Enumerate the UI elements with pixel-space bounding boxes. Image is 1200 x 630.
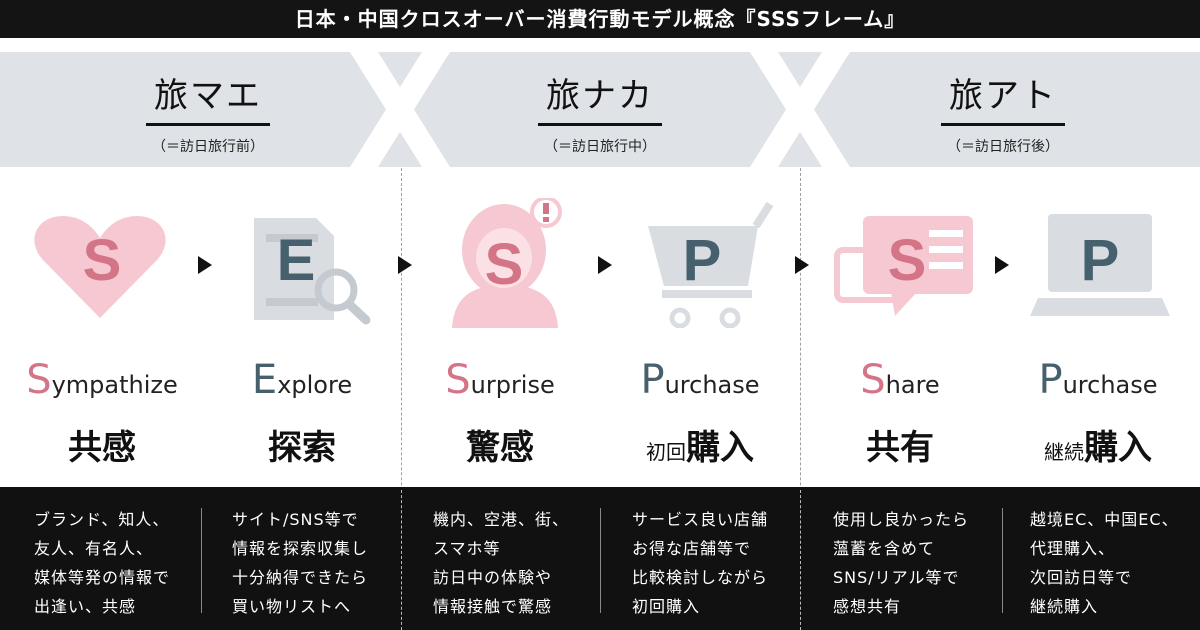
description-line: SNS/リアル等で — [833, 568, 960, 587]
column-divider — [800, 168, 801, 630]
description-line: 使用し良かったら — [833, 510, 970, 529]
step-name-en: Explore — [202, 360, 402, 400]
step-prefix: 継続 — [1044, 440, 1084, 464]
surprised-woman-icon: S — [430, 198, 580, 328]
description-line: 薀蓄を含めて — [833, 539, 936, 558]
step-initial: S — [445, 357, 471, 403]
description-line: 出逢い、共感 — [34, 597, 137, 616]
phase-during: 旅ナカ （＝訪日旅行中） — [480, 68, 720, 156]
step-label: 購入 — [1084, 428, 1152, 468]
step-prefix: 初回 — [646, 440, 686, 464]
description-line: 比較検討しながら — [632, 568, 769, 587]
arrow-right-icon — [398, 256, 412, 274]
description-line: 次回訪日等で — [1030, 568, 1133, 587]
arrow-right-icon — [795, 256, 809, 274]
description-line: サービス良い店舗 — [632, 510, 769, 529]
step-letter: S — [888, 228, 927, 293]
document-search-icon: E — [226, 198, 376, 328]
description-line: 情報接触で驚感 — [433, 597, 553, 616]
step-letter: P — [683, 228, 722, 293]
step-name-jp: 共有 — [800, 420, 1000, 469]
step-name-en: Purchase — [600, 360, 800, 400]
step-name-jp: 継続購入 — [998, 420, 1198, 469]
column-divider — [401, 168, 402, 630]
description-line: 代理購入、 — [1030, 539, 1116, 558]
chat-bubble-icon: S — [833, 198, 983, 328]
step-letter: S — [83, 228, 122, 293]
step-letter: P — [1081, 228, 1120, 293]
step-initial: E — [251, 357, 278, 403]
step-description: 越境EC、中国EC、 代理購入、 次回訪日等で 継続購入 — [1030, 505, 1200, 621]
step-initial: P — [640, 357, 665, 403]
phase-name: 旅アト — [941, 68, 1065, 126]
description-line: 機内、空港、街、 — [433, 510, 570, 529]
step-description: 使用し良かったら 薀蓄を含めて SNS/リアル等で 感想共有 — [833, 505, 1003, 621]
phase-after: 旅アト （＝訪日旅行後） — [883, 68, 1123, 156]
step-initial: S — [26, 357, 52, 403]
step-rest: urchase — [664, 371, 760, 399]
step-rest: urchase — [1062, 371, 1158, 399]
phase-sub: （＝訪日旅行後） — [947, 139, 1059, 155]
arrow-right-icon — [198, 256, 212, 274]
step-letter: E — [277, 228, 316, 293]
step-label: 共有 — [866, 428, 934, 468]
description-line: ブランド、知人、 — [34, 510, 170, 529]
description-separator — [1002, 508, 1003, 613]
description-divider — [401, 490, 402, 630]
description-separator — [201, 508, 202, 613]
description-line: スマホ等 — [433, 539, 501, 558]
step-name-en: Share — [800, 360, 1000, 400]
arrow-right-icon — [598, 256, 612, 274]
page-title: 日本・中国クロスオーバー消費行動モデル概念『SSSフレーム』 — [0, 0, 1200, 38]
step-label: 共感 — [68, 428, 136, 468]
step-rest: hare — [885, 371, 940, 399]
description-line: 十分納得できたら — [232, 568, 369, 587]
phase-name: 旅ナカ — [538, 68, 662, 126]
description-line: 越境EC、中国EC、 — [1030, 510, 1179, 529]
description-line: 媒体等発の情報で — [34, 568, 171, 587]
step-description: 機内、空港、街、 スマホ等 訪日中の体験や 情報接触で驚感 — [433, 505, 603, 621]
description-line: お得な店舗等で — [632, 539, 752, 558]
step-description: サイト/SNS等で 情報を探索収集し 十分納得できたら 買い物リストへ — [232, 505, 402, 621]
description-separator — [600, 508, 601, 613]
step-label: 購入 — [686, 428, 754, 468]
heart-icon: S — [25, 198, 175, 328]
step-name-jp: 驚感 — [400, 420, 600, 469]
step-initial: P — [1038, 357, 1063, 403]
shopping-cart-icon: P — [630, 198, 780, 328]
phase-before: 旅マエ （＝訪日旅行前） — [88, 68, 328, 156]
step-rest: urprise — [470, 371, 555, 399]
description-line: 情報を探索収集し — [232, 539, 369, 558]
step-name-en: Surprise — [400, 360, 600, 400]
step-label: 驚感 — [466, 428, 534, 468]
arrow-right-icon — [995, 256, 1009, 274]
step-name-jp: 共感 — [2, 420, 202, 469]
description-divider — [800, 490, 801, 630]
step-name-jp: 探索 — [202, 420, 402, 469]
description-line: 買い物リストへ — [232, 597, 352, 616]
step-name-en: Sympathize — [2, 360, 202, 400]
description-line: 訪日中の体験や — [433, 568, 553, 587]
description-line: 友人、有名人、 — [34, 539, 154, 558]
phase-sub: （＝訪日旅行中） — [544, 139, 656, 155]
step-name-jp: 初回購入 — [600, 420, 800, 469]
step-label: 探索 — [268, 428, 336, 468]
cross-x-icon — [350, 52, 450, 167]
description-line: 初回購入 — [632, 597, 701, 616]
step-name-en: Purchase — [998, 360, 1198, 400]
step-description: サービス良い店舗 お得な店舗等で 比較検討しながら 初回購入 — [632, 505, 802, 621]
step-initial: S — [860, 357, 886, 403]
laptop-icon: P — [1024, 198, 1174, 328]
step-letter: S — [485, 232, 524, 297]
phase-name: 旅マエ — [146, 68, 270, 126]
step-description: ブランド、知人、 友人、有名人、 媒体等発の情報で 出逢い、共感 — [34, 505, 204, 621]
step-rest: xplore — [277, 371, 353, 399]
description-line: サイト/SNS等で — [232, 510, 359, 529]
cross-x-icon — [750, 52, 850, 167]
phase-band — [0, 52, 1200, 167]
phase-sub: （＝訪日旅行前） — [152, 139, 264, 155]
step-rest: ympathize — [51, 371, 178, 399]
description-line: 感想共有 — [833, 597, 902, 616]
description-line: 継続購入 — [1030, 597, 1099, 616]
